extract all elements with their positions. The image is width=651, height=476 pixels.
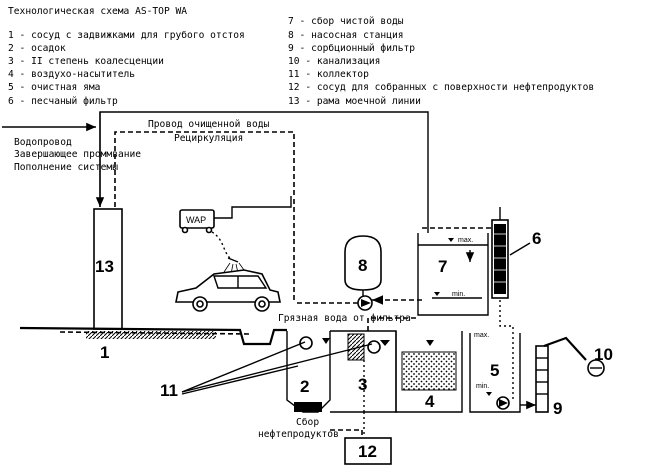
legend-item: 7 - сбор чистой воды <box>288 15 404 27</box>
legend-item: 1 - сосуд с задвижками для грубого отсто… <box>8 29 245 41</box>
sorption-filter-9: 9 <box>535 345 562 418</box>
legend-item: 3 - II степень коалесценции <box>8 56 164 67</box>
legend-item: 4 - воздухо-насытитель <box>8 69 135 80</box>
car-icon <box>175 269 281 312</box>
label-12: 12 <box>358 442 377 461</box>
label-8: 8 <box>358 256 367 275</box>
wap-unit-icon: WAP <box>179 209 215 234</box>
label-7: 7 <box>438 257 447 276</box>
spray-hose <box>211 231 233 261</box>
clean-water-label: Провод очищенной воды <box>148 118 270 130</box>
filter-drain <box>499 300 514 400</box>
recirculation-label: Рециркуляция <box>174 133 243 144</box>
label-3: 3 <box>358 375 367 394</box>
supply-label-1: Водопровод <box>14 137 72 148</box>
oil-collect-label-2: нефтепродуктов <box>258 428 339 440</box>
label-11: 11 <box>160 381 178 400</box>
sewer-10: 10 <box>543 336 613 377</box>
clean-water-tank-7: 7 max. min. <box>417 233 489 316</box>
legend-right: 7 - сбор чистой воды 8 - насосная станци… <box>288 15 594 107</box>
label-13: 13 <box>95 257 114 276</box>
pump-station-8: 8 <box>344 235 382 311</box>
legend-item: 2 - осадок <box>8 43 66 54</box>
label-6: 6 <box>532 229 541 248</box>
legend-item: 13 - рама моечной линии <box>288 95 421 107</box>
wap-supply-line <box>214 196 292 219</box>
sediment-chamber: 2 <box>286 331 331 413</box>
legend-item: 5 - очистная яма <box>8 82 100 93</box>
dirty-water-label: Грязная вода от фильтра <box>278 312 411 324</box>
sand-filter-6 <box>491 219 509 299</box>
label-1: 1 <box>100 343 109 362</box>
coalescence-stage-3: 3 <box>330 330 397 413</box>
legend-item: 9 - сорбционный фильтр <box>288 42 415 54</box>
sprayer-icon <box>223 257 245 275</box>
air-saturator-4: 4 <box>395 331 463 413</box>
oil-collect-label-1: Сбор <box>296 416 319 428</box>
max-label-7: max. <box>458 237 473 244</box>
water-supply: Водопровод Завершающее проммвание Пополн… <box>2 122 141 173</box>
collector-11: 11 <box>160 341 373 400</box>
legend-item: 10 - канализация <box>288 56 380 67</box>
label-10: 10 <box>594 345 613 364</box>
settling-vessel-1: 1 <box>19 326 287 362</box>
min-label-5: min. <box>476 383 489 390</box>
oil-vessel-12 <box>344 437 392 465</box>
supply-label-3: Пополнение системы <box>14 162 118 173</box>
max-label-5: max. <box>474 332 489 339</box>
oil-collect-line <box>330 429 363 438</box>
legend-item: 12 - сосуд для собранных с поверхности н… <box>288 81 594 93</box>
label-5: 5 <box>490 361 499 380</box>
legend-item: 11 - коллектор <box>288 69 369 80</box>
legend-item: 6 - песчаный фильтр <box>8 95 118 107</box>
label-2: 2 <box>300 377 309 396</box>
wap-label: WAP <box>186 215 206 225</box>
clean-water-line <box>99 111 429 233</box>
diagram-title: Технологическая схема AS-TOP WA <box>8 6 187 17</box>
chamber-to-tank-dash <box>367 317 418 331</box>
recirculation-line <box>114 131 295 207</box>
legend-left: 1 - сосуд с задвижками для грубого отсто… <box>8 29 245 107</box>
label-4: 4 <box>425 392 435 411</box>
min-label-7: min. <box>452 291 465 298</box>
legend-item: 8 - насосная станция <box>288 30 404 41</box>
supply-label-2: Завершающее проммвание <box>14 149 141 160</box>
label-9: 9 <box>553 399 562 418</box>
cleaning-sump-5: max. min. 5 <box>469 332 521 413</box>
